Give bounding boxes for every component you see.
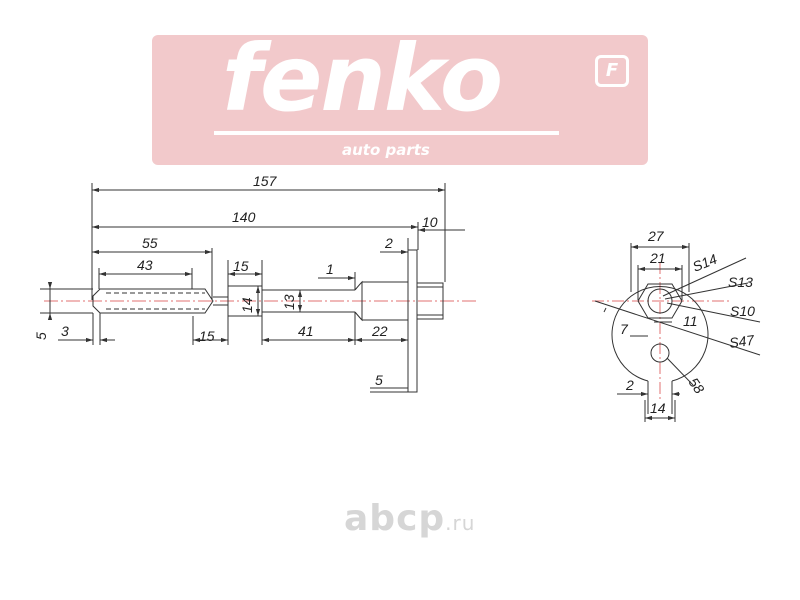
dim-11: 11 [683,313,698,329]
dim-2: 2 [384,235,393,251]
dim-10: 10 [422,214,438,230]
splined-end [92,288,214,314]
dim-140: 140 [232,209,256,225]
dim-2-end: 2 [625,377,634,393]
dim-157: 157 [253,173,278,189]
side-view [40,183,478,393]
eccentric-flange [407,249,418,393]
dim-15-bottom: 15 [199,328,215,344]
logo-underline [214,131,559,135]
dim-43: 43 [137,257,153,273]
dim-14: 14 [239,297,255,313]
logo-badge-icon: F [595,55,629,87]
dim-5-bottom: 5 [375,372,383,388]
abcp-watermark: abcp.ru [344,498,475,539]
dim-58: 58 [686,375,708,397]
dim-3: 3 [61,323,69,339]
bolt-head [416,282,444,320]
dim-7: 7 [620,321,629,337]
side-view-labels: 157 140 10 2 55 43 15 1 14 13 5 3 15 41 … [33,173,438,388]
watermark-name: abcp [344,498,446,539]
dim-15-top: 15 [233,258,249,274]
fenko-logo: fenko auto parts F [152,25,648,165]
dim-41: 41 [298,323,314,339]
dim-s13: S13 [728,274,753,290]
end-view-labels: 27 21 S14 S13 S10 S47 7 11 58 2 14 [620,228,756,416]
eccentric-disc [611,286,709,382]
watermark-tld: .ru [445,511,476,535]
dim-s47: S47 [728,331,756,350]
dim-1: 1 [326,261,334,277]
hex-head [637,283,683,319]
dim-22: 22 [371,323,388,339]
collar [227,285,263,317]
end-view [592,243,761,422]
offset-hole [650,343,670,363]
shaft-fillet [354,280,363,322]
dim-27: 27 [647,228,665,244]
dim-s10: S10 [730,303,755,319]
dim-55: 55 [142,235,158,251]
logo-tagline: auto parts [342,141,430,159]
dim-s14: S14 [690,251,719,275]
dim-5-left: 5 [33,332,49,340]
dim-14-end: 14 [650,400,666,416]
dim-13: 13 [281,294,297,310]
logo-brand-text: fenko [222,25,503,132]
dim-21: 21 [649,250,666,266]
